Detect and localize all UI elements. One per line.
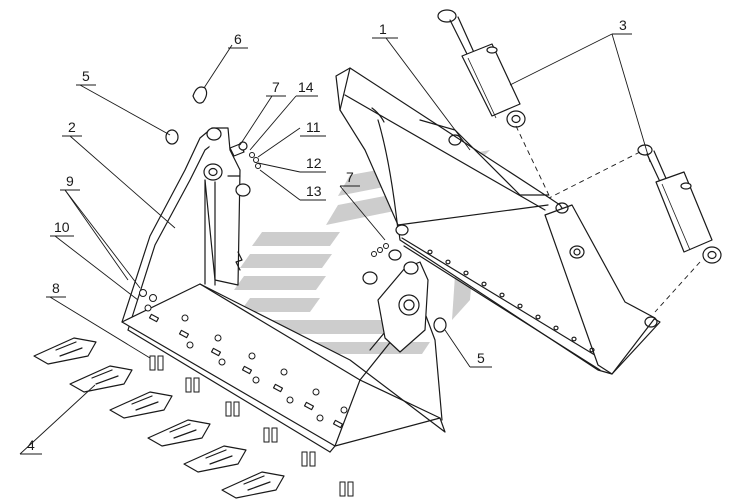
leader-lines [19,33,651,455]
leader-9a [64,189,141,289]
cutting-edge-slots [148,313,344,429]
leader-3b [611,33,651,163]
leader-5b [444,329,471,368]
hydraulic-cylinder-lower [637,144,722,264]
lower-hinge-bracket [362,224,429,353]
leader-3a [509,33,613,86]
callout-14: 14 [298,79,314,95]
leader-11 [257,127,301,158]
callout-4: 4 [27,437,35,453]
callout-11: 11 [306,119,321,135]
hidden-line-cyl-lower [654,261,701,313]
callout-9: 9 [66,173,74,189]
leader-7a [239,95,273,146]
callout-5a: 5 [82,68,90,84]
edge-bolts [139,289,348,422]
leader-7b [339,185,386,241]
leader-2 [69,135,176,229]
tooth-bolts [149,355,354,497]
leader-10 [54,235,139,301]
leader-14 [249,95,297,151]
callout-labels: 1 2 3 4 5 5 6 7 7 8 9 10 11 12 13 14 [27,17,627,453]
leader-1 [385,37,471,151]
hidden-line-cyl-axis [469,151,641,239]
callout-8: 8 [52,280,60,296]
callout-12: 12 [306,155,322,171]
callout-2: 2 [68,119,76,135]
callout-7b: 7 [346,169,354,185]
callout-5b: 5 [477,350,485,366]
hidden-line-cyl-upper [515,125,557,211]
callout-1: 1 [379,21,387,37]
bucket-teeth [33,337,285,499]
bucket-body [121,127,446,453]
leader-5a [79,84,171,136]
leader-13 [259,169,301,201]
bucket-back-plate [335,67,661,375]
leader-9b [64,189,129,281]
callout-13: 13 [306,183,322,199]
callout-10: 10 [54,219,70,235]
hydraulic-cylinder-upper [437,9,526,128]
leader-6 [203,44,233,89]
callout-3: 3 [619,17,627,33]
leader-12 [257,162,301,173]
leader-8 [49,296,151,359]
callout-6: 6 [234,31,242,47]
callout-7a: 7 [272,79,280,95]
leader-4 [19,384,96,455]
